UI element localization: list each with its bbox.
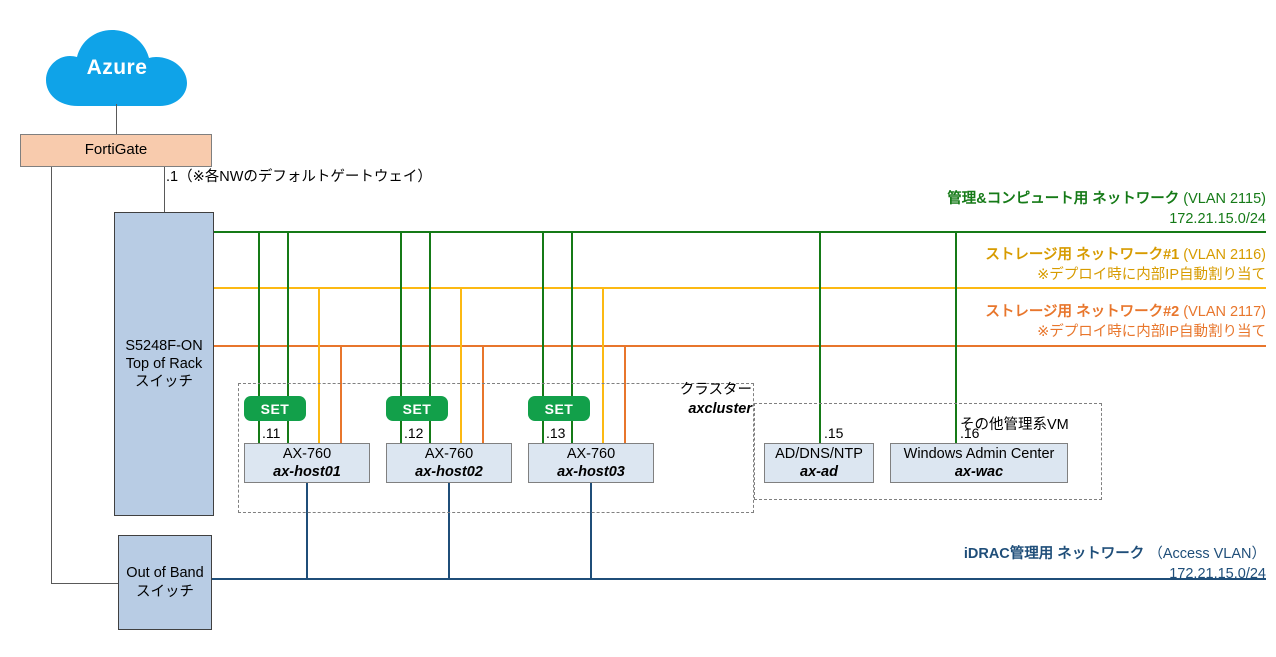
tor-switch-line3: スイッチ <box>135 374 193 391</box>
network-name: ストレージ用 ネットワーク#2 <box>985 304 1180 320</box>
drop-idrac-host01 <box>306 483 308 580</box>
network-name: 管理&コンピュート用 ネットワーク <box>947 191 1180 207</box>
gateway-note: .1（※各NWのデフォルトゲートウェイ） <box>166 169 432 185</box>
network-label-storage-2: ストレージ用 ネットワーク#2 (VLAN 2117) ※デプロイ時に内部IP自… <box>985 303 1266 342</box>
vm-role: AD/DNS/NTP <box>775 445 863 462</box>
set-badge-label: SET <box>544 400 574 417</box>
drop-idrac-host02 <box>448 483 450 580</box>
stub-set3-host03-a <box>542 420 544 445</box>
cluster-group-box <box>238 383 754 513</box>
stub-set3-host03-b <box>571 420 573 445</box>
oob-switch-line2: スイッチ <box>136 583 194 600</box>
management-vm-group-box <box>754 403 1102 500</box>
network-bus-storage-1 <box>214 287 1266 289</box>
fortigate-label: FortiGate <box>84 141 148 159</box>
drop-storage2-host03 <box>624 345 626 445</box>
host-model: AX-760 <box>566 445 616 462</box>
drop-storage1-host03 <box>602 287 604 445</box>
stub-set2-host02-b <box>429 420 431 445</box>
network-vlan: (VLAN 2117) <box>1183 304 1266 320</box>
host-name: ax-host01 <box>273 464 341 480</box>
vm-name: ax-wac <box>954 464 1004 480</box>
set-badge-host02: SET <box>386 396 448 421</box>
drop-idrac-host03 <box>590 483 592 580</box>
tor-switch-box[interactable]: S5248F-ON Top of Rack スイッチ <box>114 212 214 516</box>
stub-set2-host02-a <box>400 420 402 445</box>
link-azure-fortigate <box>116 104 117 135</box>
host-name: ax-host03 <box>557 464 625 480</box>
drop-storage1-host01 <box>318 287 320 445</box>
ip-tag-host02: .12 <box>404 425 424 441</box>
drop-mgmt-ax-wac <box>955 231 957 445</box>
cluster-name: axcluster <box>688 400 752 417</box>
ip-tag-ax-wac: .16 <box>960 425 980 441</box>
ip-tag-host03: .13 <box>546 425 566 441</box>
vm-group-label: その他管理系VM <box>960 417 1069 433</box>
cluster-caption: クラスター <box>679 382 752 398</box>
network-bus-storage-2 <box>214 345 1266 347</box>
host-model: AX-760 <box>282 445 332 462</box>
network-detail: 172.21.15.0/24 <box>1169 565 1266 582</box>
drop-mgmt-host02-a <box>400 231 402 403</box>
drop-mgmt-host03-a <box>542 231 544 403</box>
network-detail: 172.21.15.0/24 <box>1169 210 1266 227</box>
set-badge-host01: SET <box>244 396 306 421</box>
vm-name: ax-ad <box>800 464 838 480</box>
vm-node-ax-wac[interactable]: Windows Admin Center ax-wac <box>890 443 1068 483</box>
vm-node-ax-ad[interactable]: AD/DNS/NTP ax-ad <box>764 443 874 483</box>
drop-storage2-host02 <box>482 345 484 445</box>
stub-set1-host01-a <box>258 420 260 445</box>
link-fortigate-oob-vertical <box>51 167 52 583</box>
ip-tag-ax-ad: .15 <box>824 425 844 441</box>
network-bus-mgmt-compute <box>214 231 1266 233</box>
oob-switch-line1: Out of Band <box>126 565 204 582</box>
oob-switch-box[interactable]: Out of Band スイッチ <box>118 535 212 630</box>
drop-mgmt-host01-a <box>258 231 260 403</box>
host-node-ax-host01[interactable]: AX-760 ax-host01 <box>244 443 370 483</box>
link-fortigate-oob-horizontal <box>51 583 119 584</box>
network-label-storage-1: ストレージ用 ネットワーク#1 (VLAN 2116) ※デプロイ時に内部IP自… <box>985 246 1266 285</box>
azure-cloud: Azure <box>42 28 192 108</box>
cloud-icon <box>46 30 187 106</box>
network-label-mgmt-compute: 管理&コンピュート用 ネットワーク (VLAN 2115) 172.21.15.… <box>947 190 1266 229</box>
drop-mgmt-host03-b <box>571 231 573 403</box>
network-bus-idrac <box>212 578 1266 580</box>
network-vlan: (VLAN 2116) <box>1183 247 1266 263</box>
set-badge-label: SET <box>260 400 290 417</box>
drop-mgmt-ax-ad <box>819 231 821 445</box>
ip-tag-host01: .11 <box>262 425 281 441</box>
network-label-idrac: iDRAC管理用 ネットワーク （Access VLAN） 172.21.15.… <box>964 545 1266 584</box>
fortigate-box[interactable]: FortiGate <box>20 134 212 167</box>
cluster-label: クラスター axcluster <box>660 381 752 419</box>
network-name: ストレージ用 ネットワーク#1 <box>985 247 1180 263</box>
network-name: iDRAC管理用 ネットワーク <box>963 546 1145 562</box>
host-node-ax-host02[interactable]: AX-760 ax-host02 <box>386 443 512 483</box>
vm-role: Windows Admin Center <box>903 445 1055 462</box>
set-badge-label: SET <box>402 400 432 417</box>
link-fortigate-tor <box>164 167 165 213</box>
host-model: AX-760 <box>424 445 474 462</box>
network-detail: ※デプロイ時に内部IP自動割り当て <box>1037 323 1266 340</box>
network-vlan: （Access VLAN） <box>1148 546 1266 562</box>
tor-switch-line2: Top of Rack <box>125 355 203 372</box>
set-badge-host03: SET <box>528 396 590 421</box>
host-node-ax-host03[interactable]: AX-760 ax-host03 <box>528 443 654 483</box>
drop-mgmt-host02-b <box>429 231 431 403</box>
host-name: ax-host02 <box>415 464 483 480</box>
network-vlan: (VLAN 2115) <box>1183 191 1266 207</box>
network-detail: ※デプロイ時に内部IP自動割り当て <box>1037 266 1266 283</box>
drop-storage2-host01 <box>340 345 342 445</box>
drop-mgmt-host01-b <box>287 231 289 403</box>
stub-set1-host01-b <box>287 420 289 445</box>
drop-storage1-host02 <box>460 287 462 445</box>
tor-switch-line1: S5248F-ON <box>125 337 203 354</box>
